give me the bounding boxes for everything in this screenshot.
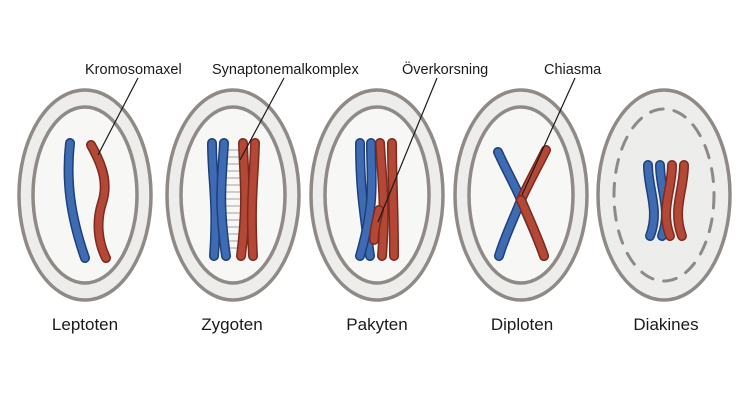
chromosome-blue-pair: [355, 138, 377, 261]
leader-line-synaptonemal-complex: [239, 77, 285, 161]
stage-label-zygoten: Zygoten: [201, 315, 262, 334]
chromosome-red-arm-lower: [516, 195, 549, 261]
callout-synaptonemal-complex: Synaptonemalkomplex: [212, 62, 359, 78]
callout-crossing-over: Överkorsning: [402, 60, 488, 78]
stage-label-diakines: Diakines: [633, 315, 698, 334]
nuclear-envelope: [179, 105, 287, 285]
stage-label-pakyten: Pakyten: [346, 315, 407, 334]
cell-leptoten: [17, 88, 153, 302]
leader-line-crossing-over: [377, 77, 438, 223]
cell-diploten: [453, 88, 589, 302]
nuclear-envelope: [323, 105, 431, 285]
stage-label-diploten: Diploten: [491, 315, 553, 334]
chromosome-red-pair: [661, 160, 689, 241]
nuclear-envelope-breaking: [612, 107, 716, 283]
chromosome-blue: [63, 138, 90, 263]
cell-pakyten: [309, 88, 445, 302]
chromosome-red-pair: [236, 138, 260, 261]
cell-diakines: [596, 88, 732, 302]
callout-chiasma: Chiasma: [544, 62, 602, 78]
leader-line-chromosome-axis: [97, 77, 139, 156]
callout-chromosome-axis: Kromosomaxel: [85, 62, 182, 78]
chromosome-red-pair: [375, 138, 399, 261]
crossover-segment: [369, 205, 384, 245]
nuclear-envelope: [31, 105, 139, 285]
stage-label-leptoten: Leptoten: [52, 315, 118, 334]
chromosome-blue-pair: [207, 138, 231, 261]
cell-zygoten: [165, 88, 301, 302]
leader-line-chiasma: [521, 77, 576, 196]
chromosome-red: [86, 140, 111, 263]
